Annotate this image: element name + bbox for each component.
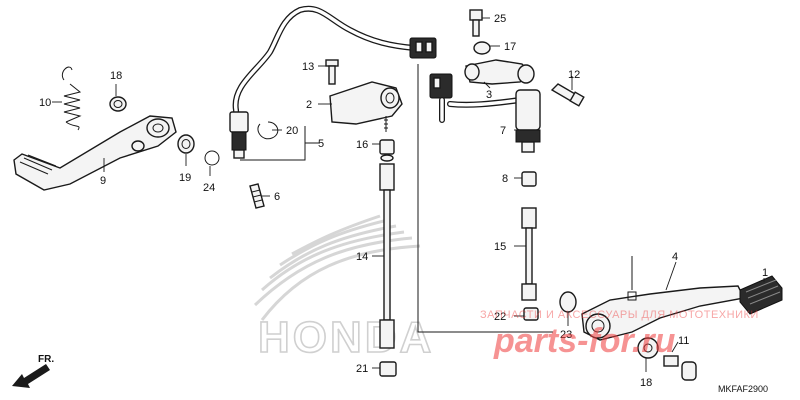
callout-12: 12 [568,69,580,81]
honda-wing-logo: HONDA [253,214,434,363]
part-11-bolt [663,355,697,381]
group-bracket-5 [240,126,320,161]
diagram-code: MKFAF2900 [718,384,768,394]
leader-lines [52,17,765,372]
callout-5: 5 [318,138,324,150]
part-3-shift-arm [464,59,535,85]
part-22-nut [523,307,539,321]
site-watermark: parts-for.ru [493,322,676,360]
callout-3: 3 [486,89,492,101]
front-direction-arrow: FR. [12,354,54,388]
part-13-bolt [325,59,339,85]
callout-19: 19 [179,172,191,184]
part-4-shift-pedal [581,256,746,341]
part-20-circlip [257,121,279,140]
callout-8: 8 [502,173,508,185]
callout-9: 9 [100,175,106,187]
callout-25: 25 [494,13,506,25]
part-24-clip [204,150,220,166]
callout-15: 15 [494,241,506,253]
callout-2: 2 [306,99,312,111]
site-watermark-caption: ЗАПЧАСТИ И АКСЕССУАРЫ ДЛЯ МОТОТЕХНИКИ [480,309,759,321]
callout-13: 13 [302,61,314,73]
part-25-bolt [469,9,483,37]
callout-20: 20 [286,125,298,137]
callout-4: 4 [672,251,678,263]
part-18-washer-lower [637,337,659,359]
part-18-washer-hole [113,100,123,108]
callout-14: 14 [356,251,368,263]
part-18-washer-lower-hole [643,343,653,353]
callout-7: 7 [500,125,506,137]
part-15-rod [521,207,537,301]
shift-sensor-harness [429,73,541,153]
part-2-shift-arm [329,81,403,132]
part-14-shift-rod [379,163,395,349]
callout-18-bottom: 18 [640,377,652,389]
callout-18-top: 18 [110,70,122,82]
front-direction-label: FR. [38,354,54,365]
callout-17: 17 [504,41,516,53]
part-6-pin [249,183,265,209]
part-21-nut [379,361,397,377]
callout-numbers: 10 18 9 19 24 6 20 5 2 13 16 14 21 25 17… [39,13,768,389]
part-17-washer [473,41,491,55]
part-12-bolt [550,83,585,107]
part-19-washer-hole [181,139,191,149]
callout-24: 24 [203,182,215,194]
part-8-nut [521,171,537,187]
honda-logo-text: HONDA [258,313,434,362]
callout-21: 21 [356,363,368,375]
part-19-washer [177,134,195,154]
brake-switch-harness [229,5,437,159]
group-bracket [417,64,553,333]
part-9-brake-pedal [13,115,177,191]
callout-6: 6 [274,191,280,203]
callout-10: 10 [39,97,51,109]
callout-23: 23 [560,329,572,341]
callout-1: 1 [762,267,768,279]
part-1-pedal-rubber [739,275,783,315]
part-10-spring [61,66,82,131]
callout-16: 16 [356,139,368,151]
part-18-washer [109,96,127,112]
callout-11: 11 [678,335,689,347]
part-16-nut [379,139,395,155]
part-16-nut-top [380,154,394,162]
callout-22: 22 [494,311,506,323]
